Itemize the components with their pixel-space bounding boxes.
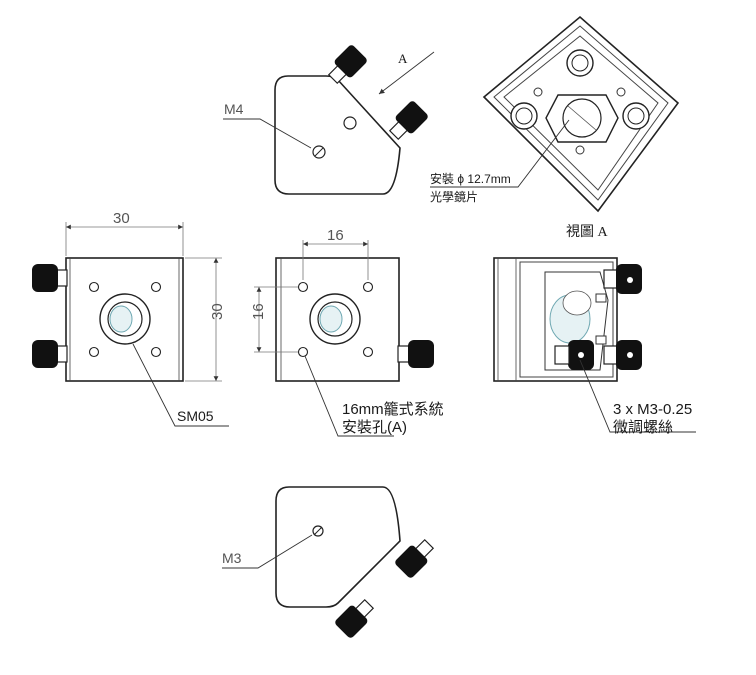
view-a-label: 視圖 A — [566, 224, 608, 240]
dim-30-width: 30 — [113, 210, 130, 227]
front-knob-1 — [32, 264, 68, 292]
top-knob-2 — [388, 101, 428, 141]
m4-label: M4 — [224, 101, 244, 117]
bottom-knob-2 — [335, 598, 375, 638]
top-view: M4 A — [223, 45, 435, 195]
screw-label-2: 微調螺絲 — [613, 419, 673, 436]
bottom-view: M3 — [222, 486, 435, 638]
view-a-knob-3 — [554, 340, 594, 370]
dim-30-height: 30 — [209, 303, 226, 320]
screw-label-1: 3 x M3-0.25 — [613, 401, 692, 418]
front-view: 30 30 SM05 — [32, 210, 229, 427]
bottom-knob-1 — [395, 538, 435, 578]
view-arrow-a-label: A — [398, 51, 408, 66]
cage-label-2: 安裝孔(A) — [342, 419, 407, 436]
optic-mount-label-2: 光學鏡片 — [430, 189, 478, 204]
cage-knob — [397, 340, 434, 368]
cage-view: 16 16 16mm籠式系統 安裝孔(A) — [250, 227, 444, 437]
view-a-knob-2 — [603, 340, 642, 370]
view-a-knob-1 — [603, 264, 642, 294]
iso-view: 安裝 ϕ 12.7mm 光學鏡片 — [430, 15, 680, 213]
dim-16-height: 16 — [250, 303, 267, 320]
m3-label: M3 — [222, 550, 242, 566]
top-knob-1 — [327, 45, 367, 85]
dim-16-width: 16 — [327, 227, 344, 244]
optic-mount-label: 安裝 ϕ 12.7mm — [430, 171, 511, 186]
cage-label-1: 16mm籠式系統 — [342, 401, 444, 418]
view-a: 視圖 A 3 x M3-0.25 微調螺絲 — [493, 224, 696, 436]
sm05-label: SM05 — [177, 408, 214, 424]
front-knob-2 — [32, 340, 68, 368]
